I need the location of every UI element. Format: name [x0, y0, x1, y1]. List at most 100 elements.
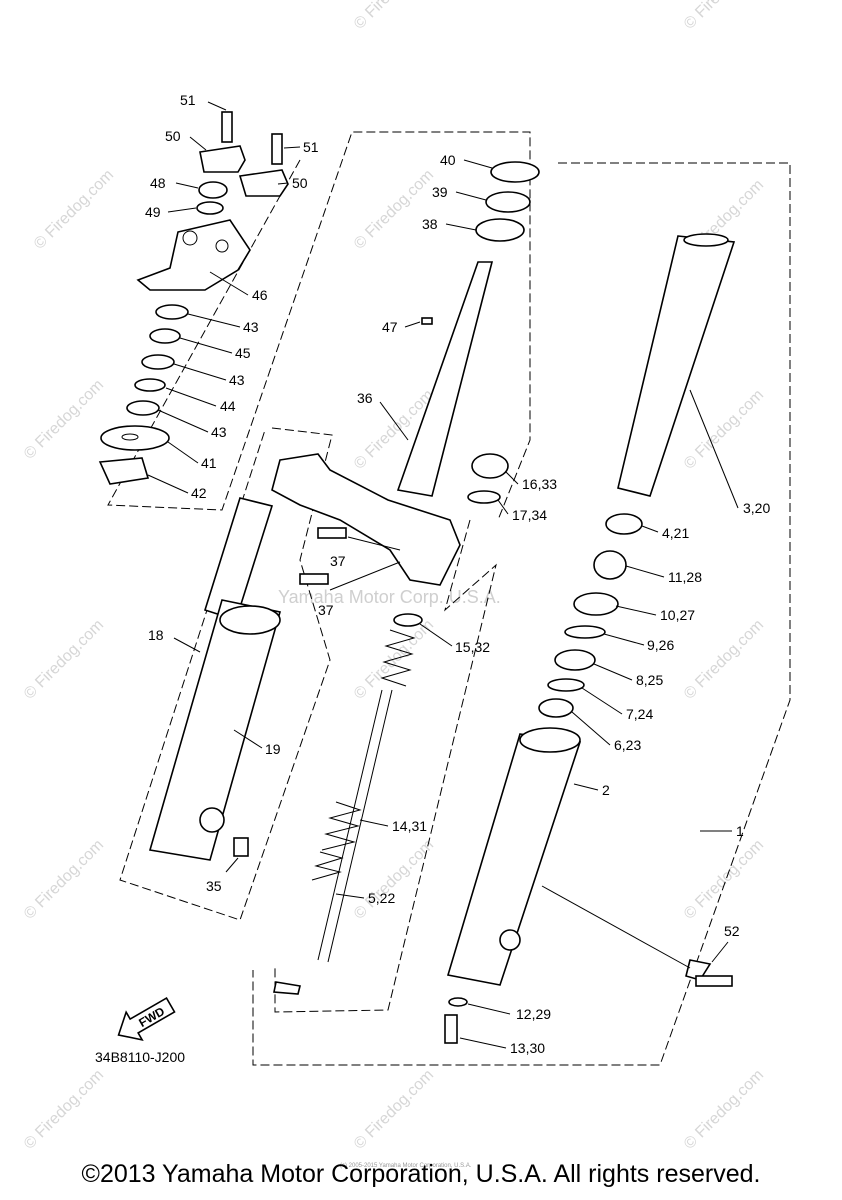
- part-label: 46: [252, 287, 268, 303]
- part-label: 43: [243, 319, 259, 335]
- leader: [455, 191, 487, 201]
- bracket-hole: [215, 239, 229, 253]
- watermark-text: © Firedog.com: [681, 1066, 767, 1152]
- washer-49: [196, 201, 224, 215]
- bracket-hole: [182, 230, 198, 246]
- part-label: 43: [229, 372, 245, 388]
- leader: [165, 387, 217, 407]
- spacer-15: [393, 613, 423, 627]
- part-label: 41: [201, 455, 217, 471]
- leader: [283, 146, 301, 149]
- watermark-text: © Firedog.com: [21, 836, 107, 922]
- part-label: 47: [382, 319, 398, 335]
- watermark-text: © Firedog.com: [21, 376, 107, 462]
- bolt-37: [299, 573, 329, 585]
- center-fork-internals: [273, 613, 423, 995]
- part-label-layer: 51 50 48 49 51 50 46 43 45 43 44 43 41 4…: [145, 92, 770, 1056]
- holder-50: [238, 169, 289, 197]
- diagram-code: 34B8110-J200: [95, 1049, 185, 1065]
- inner-tube-top: [683, 233, 729, 247]
- leader: [603, 633, 645, 646]
- part-label: 38: [422, 216, 438, 232]
- ring-nut-43: [126, 400, 160, 416]
- leader: [359, 819, 389, 827]
- outline-right-fork: [252, 162, 791, 1066]
- arrow-icon: [117, 996, 176, 1041]
- leader: [459, 1037, 507, 1049]
- bolt-51: [271, 133, 283, 165]
- leader: [505, 471, 519, 485]
- watermark-text: © Firedog.com: [681, 0, 767, 33]
- fork-leg-collar: [219, 605, 281, 635]
- part-label: 50: [165, 128, 181, 144]
- part-label: 8,25: [636, 672, 663, 688]
- leader: [225, 857, 239, 873]
- ring-nut-43: [141, 354, 175, 370]
- part-label: 45: [235, 345, 251, 361]
- part-label: 14,31: [392, 818, 427, 834]
- nut-48: [198, 181, 228, 199]
- watermark-text: © Firedog.com: [681, 836, 767, 922]
- leader: [147, 474, 189, 494]
- copyright-notice: ©2013 Yamaha Motor Corporation, U.S.A. A…: [81, 1160, 761, 1188]
- part-label: 42: [191, 485, 207, 501]
- outline-upper-bracket: [107, 131, 531, 521]
- left-fork-assembly: [148, 497, 282, 861]
- leader: [581, 687, 623, 715]
- rod-end: [273, 981, 301, 995]
- leader: [189, 136, 207, 151]
- clip-9: [564, 625, 606, 639]
- watermark-text: © Firedog.com: [351, 166, 437, 252]
- leader: [379, 401, 409, 441]
- leader: [173, 637, 201, 653]
- leader: [689, 389, 739, 509]
- part-label: 50: [292, 175, 308, 191]
- part-label: 39: [432, 184, 448, 200]
- part-label: 43: [211, 424, 227, 440]
- leader: [541, 885, 691, 969]
- part-label: 16,33: [522, 476, 557, 492]
- part-label: 37: [330, 553, 346, 569]
- leader: [347, 536, 401, 551]
- part-label: 40: [440, 152, 456, 168]
- upper-clamp-assembly: [98, 111, 289, 485]
- leader: [573, 783, 599, 791]
- bushing-11: [593, 550, 627, 580]
- part-label: 52: [724, 923, 740, 939]
- leader: [463, 159, 493, 169]
- part-label: 36: [357, 390, 373, 406]
- leader: [593, 663, 633, 681]
- bearing-38: [475, 218, 525, 242]
- part-label: 2: [602, 782, 610, 798]
- fine-print: (c) 2005-2015 Yamaha Motor Corporation, …: [340, 1163, 472, 1169]
- part-label: 7,24: [626, 706, 653, 722]
- watermark-text: © Firedog.com: [21, 1066, 107, 1152]
- bushing-4: [605, 513, 643, 535]
- leader: [625, 565, 665, 578]
- leader: [187, 313, 241, 328]
- part-label: 48: [150, 175, 166, 191]
- watermark-text: © Firedog.com: [31, 166, 117, 252]
- watermark-text: © Firedog.com: [351, 1066, 437, 1152]
- leader: [175, 182, 199, 189]
- leader: [209, 271, 249, 296]
- fork-spring-upper: [380, 629, 416, 687]
- outer-tube-2-top: [519, 727, 581, 753]
- leader: [641, 525, 659, 533]
- leader: [173, 363, 227, 381]
- cap-6: [538, 698, 574, 718]
- assembly-outlines: [107, 131, 791, 1066]
- right-fork-assembly: [444, 233, 736, 1044]
- bolt-52: [695, 975, 733, 987]
- leader: [335, 893, 365, 899]
- part-label: 12,29: [516, 1006, 551, 1022]
- steering-stem-assembly: [271, 161, 540, 586]
- leader: [404, 321, 421, 328]
- key-47: [421, 317, 433, 325]
- leader: [157, 409, 209, 433]
- leader: [179, 337, 233, 354]
- outline-center-fork: [274, 519, 497, 1013]
- watermark-layer: © Firedog.com © Firedog.com © Firedog.co…: [21, 0, 767, 1153]
- watermark-text: © Firedog.com: [21, 616, 107, 702]
- part-label: 35: [206, 878, 222, 894]
